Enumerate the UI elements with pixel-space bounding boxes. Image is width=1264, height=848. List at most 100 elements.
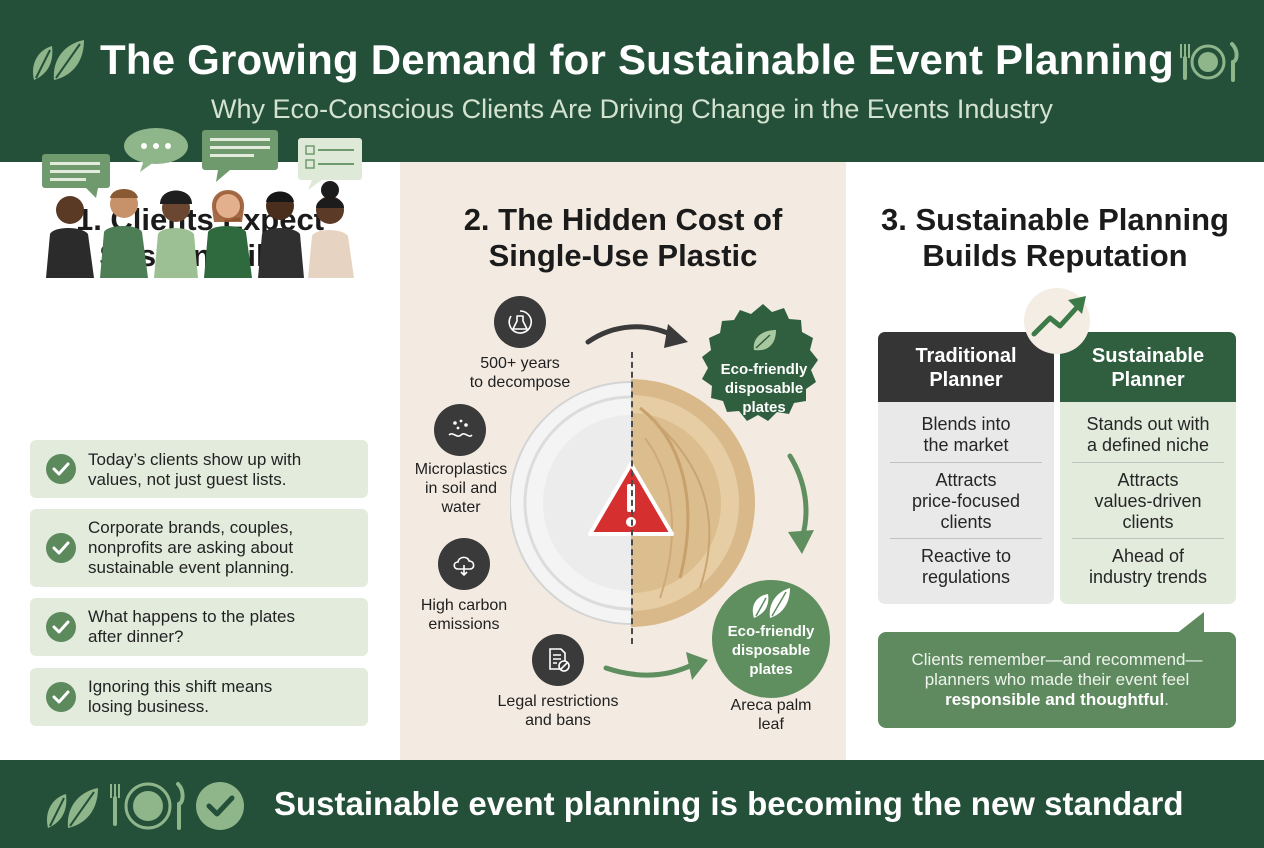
traditional-row-1: Blends into the market bbox=[890, 414, 1042, 456]
column-title-2: 2. The Hidden Cost of Single-Use Plastic bbox=[400, 202, 846, 274]
badge-line: plates bbox=[742, 399, 786, 416]
leaf-icon bbox=[46, 788, 98, 828]
chat-bubble-icon bbox=[202, 130, 278, 182]
issue-label-line: emissions bbox=[428, 616, 500, 633]
issue-label-line: 500+ years bbox=[480, 355, 560, 372]
row-line: Stands out with bbox=[1086, 414, 1210, 434]
check-icon bbox=[46, 454, 76, 484]
flask-icon bbox=[494, 296, 546, 348]
row-divider bbox=[890, 538, 1042, 539]
row-line: values-driven bbox=[1094, 491, 1202, 511]
row-line: regulations bbox=[921, 567, 1011, 587]
issue-label-line: Microplastics bbox=[414, 461, 508, 478]
eco-badge-circle bbox=[712, 580, 830, 698]
clients-crowd-illustration bbox=[42, 128, 362, 278]
check-text-line: What happens to the plates bbox=[88, 607, 295, 626]
footer-icons bbox=[46, 782, 244, 830]
document-ban-icon bbox=[532, 634, 584, 686]
issue-label-carbon: High carbon emissions bbox=[408, 596, 520, 634]
divider-dashed bbox=[631, 352, 633, 644]
traditional-row-3: Reactive to regulations bbox=[890, 546, 1042, 588]
check-text-line: Corporate brands, couples, bbox=[88, 518, 294, 537]
issue-label-line: High carbon bbox=[420, 597, 508, 614]
column-title-2-line1: 2. The Hidden Cost of bbox=[463, 202, 783, 237]
check-text-line: nonprofits are asking about bbox=[88, 538, 294, 557]
column-title-3-line1: 3. Sustainable Planning bbox=[881, 202, 1229, 237]
check-icon bbox=[196, 782, 244, 830]
issue-label-decompose: 500+ years to decompose bbox=[456, 354, 584, 392]
traditional-planner-header: Traditional Planner bbox=[878, 332, 1054, 402]
traditional-row-2: Attracts price-focused clients bbox=[890, 470, 1042, 533]
row-line: Reactive to bbox=[920, 546, 1012, 566]
material-label-line: Areca palm bbox=[730, 697, 812, 714]
card-header-line: Sustainable bbox=[1091, 345, 1205, 367]
person-figure bbox=[46, 196, 94, 278]
check-text-2: Corporate brands, couples, nonprofits ar… bbox=[88, 518, 358, 578]
check-text-line: Ignoring this shift means bbox=[88, 677, 273, 696]
leaf-icon bbox=[753, 330, 776, 351]
sustainable-row-3: Ahead of industry trends bbox=[1072, 546, 1224, 588]
row-line: a defined niche bbox=[1086, 435, 1210, 455]
row-line: clients bbox=[1122, 512, 1174, 532]
cloud-icon bbox=[438, 538, 490, 590]
plate-cutlery-icon bbox=[1180, 42, 1239, 82]
person-figure bbox=[204, 190, 252, 278]
check-text-3: What happens to the plates after dinner? bbox=[88, 607, 358, 647]
check-icon bbox=[46, 612, 76, 642]
row-line: price-focused bbox=[911, 491, 1021, 511]
eco-badge-seal-text: Eco-friendly disposable plates bbox=[706, 360, 822, 417]
person-figure bbox=[100, 189, 148, 278]
material-label: Areca palm leaf bbox=[716, 696, 826, 734]
column-title-3-line2: Builds Reputation bbox=[922, 238, 1188, 273]
badge-line: disposable bbox=[724, 380, 804, 397]
sustainable-row-2: Attracts values-driven clients bbox=[1072, 470, 1224, 533]
row-line: Ahead of bbox=[1111, 546, 1185, 566]
person-figure bbox=[258, 191, 304, 278]
row-line: Attracts bbox=[935, 470, 997, 490]
quote-emphasis: responsible and thoughtful bbox=[945, 690, 1165, 709]
row-line: Blends into bbox=[921, 414, 1011, 434]
issue-label-line: in soil and bbox=[424, 480, 498, 497]
row-line: Attracts bbox=[1117, 470, 1179, 490]
leaf-icon bbox=[32, 40, 84, 80]
person-figure bbox=[308, 181, 354, 278]
check-text-line: after dinner? bbox=[88, 627, 184, 646]
person-figure bbox=[154, 190, 198, 278]
badge-line: disposable bbox=[731, 642, 811, 659]
arrow-icon bbox=[603, 652, 708, 680]
trend-up-icon bbox=[1031, 296, 1086, 337]
row-line: industry trends bbox=[1088, 567, 1208, 587]
check-card-2: Corporate brands, couples, nonprofits ar… bbox=[30, 509, 368, 587]
issue-label-legal: Legal restrictions and bans bbox=[484, 692, 632, 730]
check-card-4: Ignoring this shift means losing busines… bbox=[30, 668, 368, 726]
sustainable-row-1: Stands out with a defined niche bbox=[1072, 414, 1224, 456]
check-card-1: Today’s clients show up with values, not… bbox=[30, 440, 368, 498]
check-text-line: values, not just guest lists. bbox=[88, 470, 287, 489]
palm-leaf-plate bbox=[631, 379, 755, 627]
issue-label-line: water bbox=[441, 499, 481, 516]
sustainable-planner-card: Sustainable Planner Stands out with a de… bbox=[1060, 332, 1236, 604]
footer-statement: Sustainable event planning is becoming t… bbox=[274, 785, 1184, 822]
row-divider bbox=[890, 462, 1042, 463]
check-icon bbox=[46, 682, 76, 712]
eco-badge-seal bbox=[702, 304, 818, 421]
sustainable-planner-header: Sustainable Planner bbox=[1060, 332, 1236, 402]
plate-cutlery-icon bbox=[110, 782, 185, 830]
arrow-icon bbox=[787, 453, 814, 554]
check-text-4: Ignoring this shift means losing busines… bbox=[88, 677, 358, 717]
row-divider bbox=[1072, 462, 1224, 463]
plate-comparison-illustration bbox=[510, 379, 755, 627]
row-line: clients bbox=[940, 512, 992, 532]
eco-badge-circle-text: Eco-friendly disposable plates bbox=[712, 622, 830, 679]
chat-bubble-icon bbox=[124, 128, 188, 172]
quote-period: . bbox=[1164, 690, 1169, 709]
material-label-line: leaf bbox=[758, 716, 784, 733]
issue-label-microplastics: Microplastics in soil and water bbox=[402, 460, 520, 517]
quote-tail bbox=[1176, 612, 1204, 634]
chat-bubble-icon bbox=[42, 154, 110, 198]
quote-text: Clients remember—and recommend— planners… bbox=[878, 650, 1236, 710]
chat-bubble-icon bbox=[298, 138, 362, 190]
check-text-line: sustainable event planning. bbox=[88, 558, 295, 577]
quote-line: planners who made their event feel bbox=[924, 670, 1190, 689]
quote-box bbox=[878, 632, 1236, 728]
